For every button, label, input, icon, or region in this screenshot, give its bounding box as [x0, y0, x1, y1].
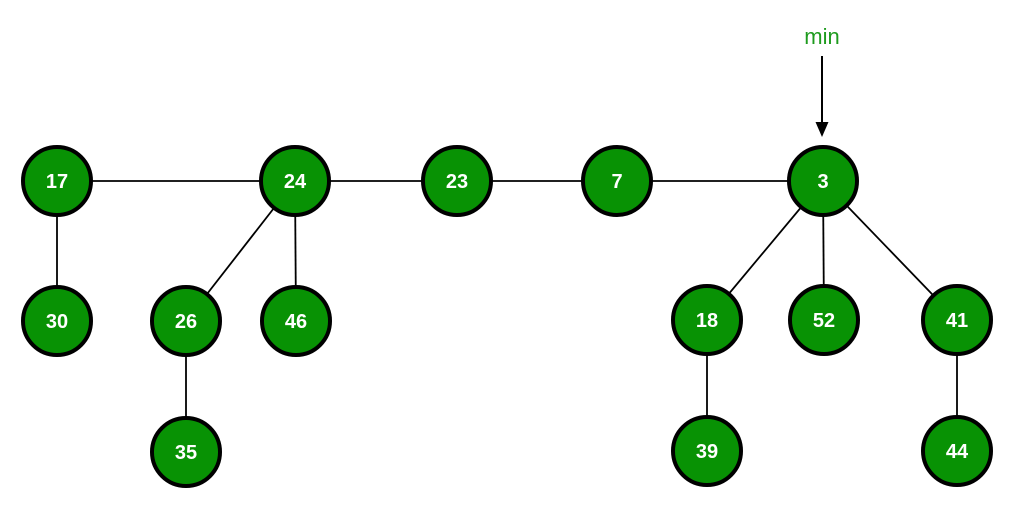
- node-30: [21, 285, 93, 357]
- node-label-18: 18: [696, 310, 718, 332]
- node-label-44: 44: [946, 441, 969, 463]
- node-39: [671, 415, 743, 487]
- node-24: [259, 145, 331, 217]
- node-label-41: 41: [946, 310, 968, 332]
- node-35: [150, 416, 222, 488]
- node-52: [788, 284, 860, 356]
- node-18: [671, 284, 743, 356]
- node-7: [581, 145, 653, 217]
- node-label-46: 46: [285, 311, 307, 333]
- node-label-17: 17: [46, 171, 68, 193]
- node-41: [921, 284, 993, 356]
- node-label-30: 30: [46, 311, 68, 333]
- node-26: [150, 285, 222, 357]
- node-44: [921, 415, 993, 487]
- node-17: [21, 145, 93, 217]
- node-label-35: 35: [175, 442, 197, 464]
- node-label-39: 39: [696, 441, 718, 463]
- node-label-23: 23: [446, 171, 468, 193]
- node-label-7: 7: [611, 171, 622, 193]
- node-label-26: 26: [175, 311, 197, 333]
- node-label-24: 24: [284, 171, 307, 193]
- node-label-52: 52: [813, 310, 835, 332]
- node-46: [260, 285, 332, 357]
- min-pointer-label: min: [804, 24, 839, 49]
- min-arrow-head-icon: [815, 122, 829, 137]
- node-label-3: 3: [817, 171, 828, 193]
- node-3: [787, 145, 859, 217]
- node-23: [421, 145, 493, 217]
